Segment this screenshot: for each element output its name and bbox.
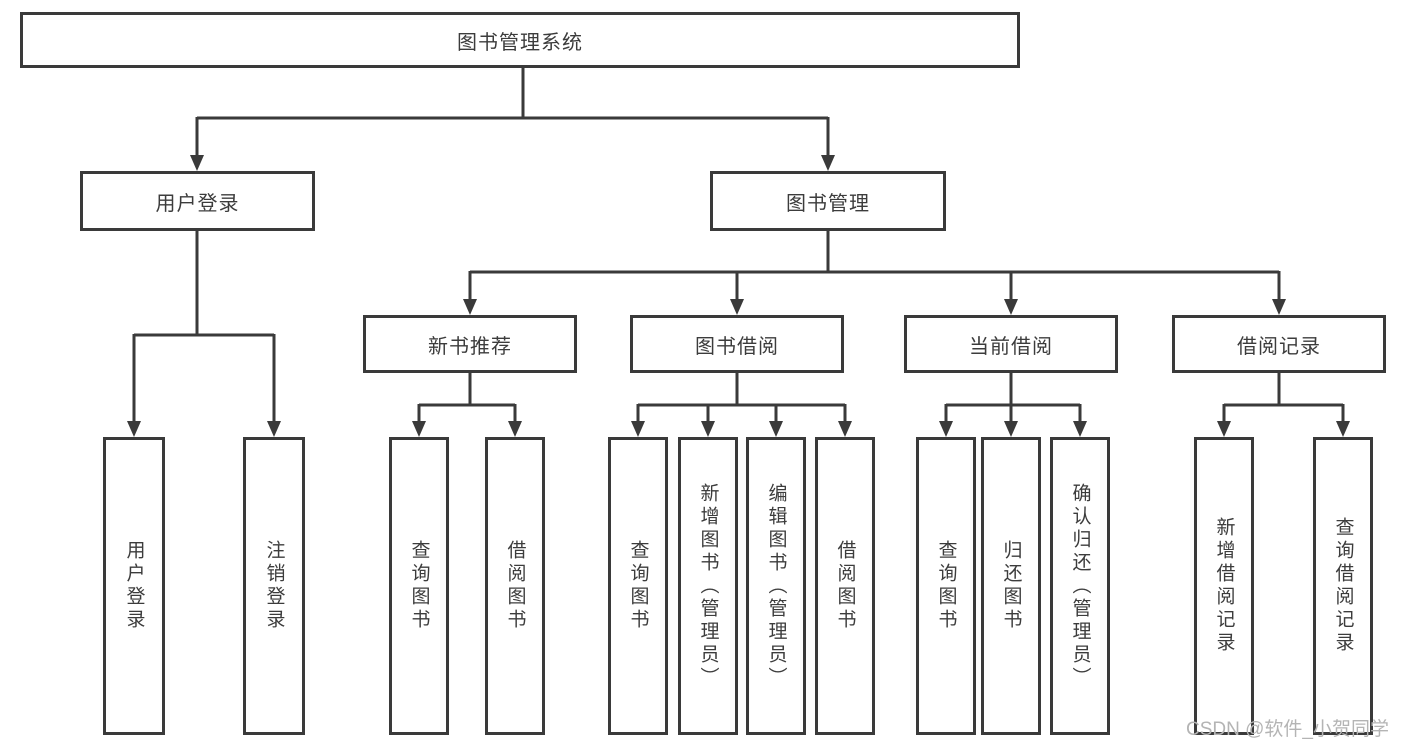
leaf-recommend-borrow-books-label: 借阅图书 [504,540,526,632]
leaf-current-return-books-label: 归还图书 [1000,540,1022,632]
leaf-recommend-query-books: 查询图书 [389,437,449,735]
leaf-records-add-record: 新增借阅记录 [1194,437,1254,735]
leaf-current-query-books-label: 查询图书 [935,540,957,632]
node-book-borrow: 图书借阅 [630,315,844,373]
node-new-book-recommend-label: 新书推荐 [428,335,512,358]
leaf-borrow-add-books-admin-label: 新增图书（管理员） [697,482,719,690]
leaf-records-query-record-label: 查询借阅记录 [1332,517,1354,655]
leaf-borrow-borrow-books-label: 借阅图书 [834,540,856,632]
node-current-borrow: 当前借阅 [904,315,1118,373]
node-book-management: 图书管理 [710,171,946,231]
leaf-borrow-add-books-admin: 新增图书（管理员） [678,437,738,735]
node-borrow-records-label: 借阅记录 [1237,335,1321,358]
leaf-user-login: 用户登录 [103,437,165,735]
leaf-current-confirm-return-admin: 确认归还（管理员） [1050,437,1110,735]
node-borrow-records: 借阅记录 [1172,315,1386,373]
leaf-current-return-books: 归还图书 [981,437,1041,735]
node-current-borrow-label: 当前借阅 [969,335,1053,358]
leaf-current-confirm-return-admin-label: 确认归还（管理员） [1069,482,1091,690]
node-book-borrow-label: 图书借阅 [695,335,779,358]
leaf-logout: 注销登录 [243,437,305,735]
leaf-borrow-query-books: 查询图书 [608,437,668,735]
leaf-borrow-edit-books-admin-label: 编辑图书（管理员） [765,482,787,690]
node-new-book-recommend: 新书推荐 [363,315,577,373]
leaf-recommend-query-books-label: 查询图书 [408,540,430,632]
csdn-watermark: CSDN @软件_小贺同学 [1186,719,1389,740]
leaf-borrow-borrow-books: 借阅图书 [815,437,875,735]
node-user-login: 用户登录 [80,171,315,231]
leaf-records-add-record-label: 新增借阅记录 [1213,517,1235,655]
arrowheads [127,155,1350,437]
leaf-borrow-edit-books-admin: 编辑图书（管理员） [746,437,806,735]
leaf-logout-label: 注销登录 [263,540,285,632]
leaf-current-query-books: 查询图书 [916,437,976,735]
node-user-login-label: 用户登录 [155,192,240,215]
leaf-records-query-record: 查询借阅记录 [1313,437,1373,735]
leaf-recommend-borrow-books: 借阅图书 [485,437,545,735]
leaf-user-login-label: 用户登录 [123,540,145,632]
node-root-system: 图书管理系统 [20,12,1020,68]
leaf-borrow-query-books-label: 查询图书 [627,540,649,632]
node-book-management-label: 图书管理 [786,192,870,215]
node-root-label: 图书管理系统 [457,31,583,54]
